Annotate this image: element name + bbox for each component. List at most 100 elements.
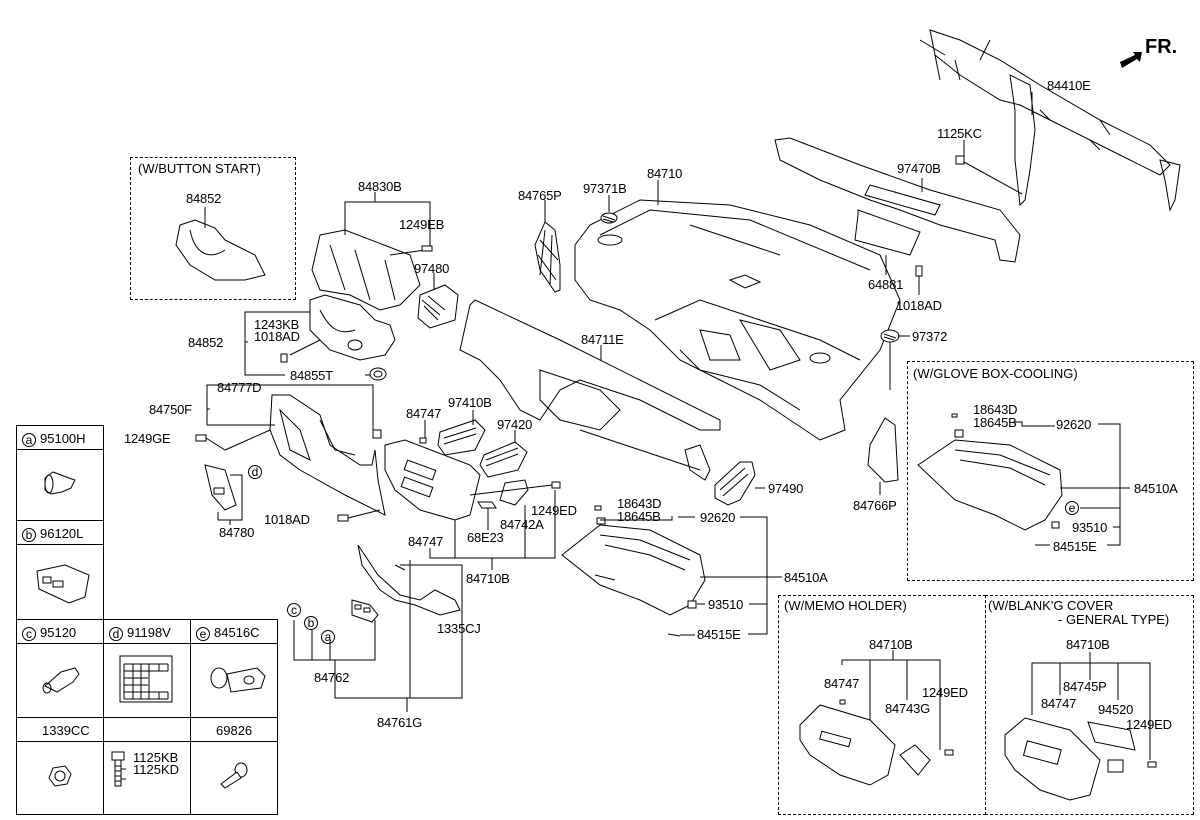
cowl-beam-84410E[interactable] [919, 29, 1181, 212]
part-label-84515E[interactable]: 84515E [697, 627, 741, 642]
part-label-64881[interactable]: 64881 [868, 277, 904, 292]
legend-a-part[interactable]: 95100H [40, 431, 86, 446]
gbc-label-93510[interactable]: 93510 [1072, 520, 1108, 535]
pin-84515E[interactable] [667, 633, 681, 637]
part-label-92620[interactable]: 92620 [700, 510, 736, 525]
center-vent-97410B[interactable] [437, 419, 486, 456]
gbc-label-92620[interactable]: 92620 [1056, 417, 1092, 432]
part-label-1249ED[interactable]: 1249ED [531, 503, 577, 518]
side-cover-84765P[interactable] [534, 221, 561, 293]
screw-1249GE[interactable] [195, 429, 271, 451]
part-label-84710B[interactable]: 84710B [466, 571, 510, 586]
blank-label-84747[interactable]: 84747 [1041, 696, 1077, 711]
part-label-84766P[interactable]: 84766P [853, 498, 897, 513]
part-label-84747-fascia[interactable]: 84747 [408, 534, 444, 549]
part-label-1335CJ[interactable]: 1335CJ [437, 621, 481, 636]
speaker-grille-97371B[interactable] [600, 212, 618, 224]
cover-64881[interactable] [854, 209, 921, 256]
center-vent-97420[interactable] [479, 441, 528, 478]
memo-label-84743G[interactable]: 84743G [885, 701, 931, 716]
blank-label-84710B[interactable]: 84710B [1066, 637, 1110, 652]
gbc-label-84515E[interactable]: 84515E [1053, 539, 1097, 554]
center-fascia-84710B[interactable] [384, 439, 481, 521]
defrost-duct-97470B[interactable] [774, 137, 1021, 263]
part-label-1243KB[interactable]: 1243KB [254, 317, 300, 332]
cowl-cross-member-84711E[interactable] [459, 299, 721, 481]
tray-84742A[interactable] [499, 479, 529, 506]
gbc-label-18645B[interactable]: 18645B [973, 415, 1017, 430]
part-label-84762[interactable]: 84762 [314, 670, 350, 685]
connector-92620[interactable] [594, 505, 606, 525]
speaker-grille-97372[interactable] [880, 329, 900, 390]
legend-c-part[interactable]: 95120 [40, 625, 77, 640]
part-label-97372[interactable]: 97372 [912, 329, 948, 344]
legend-e-part[interactable]: 84516C [214, 625, 260, 640]
legend-hw2-part2[interactable]: 1125KD [133, 762, 180, 777]
side-cover-84766P[interactable] [867, 417, 899, 483]
blank-label-84745P[interactable]: 84745P [1063, 679, 1107, 694]
screw-84777D[interactable] [372, 429, 382, 439]
blank-label-94520[interactable]: 94520 [1098, 702, 1134, 717]
part-label-84777D[interactable]: 84777D [217, 380, 262, 395]
blank-label-1249ED[interactable]: 1249ED [1126, 717, 1172, 732]
part-68E23[interactable] [477, 501, 497, 509]
column-shroud-84852[interactable] [289, 294, 396, 361]
part-label-84750F[interactable]: 84750F [149, 402, 192, 417]
part-label-1018AD-lower[interactable]: 1018AD [264, 512, 310, 527]
part-label-1249GE[interactable]: 1249GE [124, 431, 171, 446]
part-label-84780[interactable]: 84780 [219, 525, 255, 540]
part-label-84855T[interactable]: 84855T [290, 368, 333, 383]
bolt-1125KC[interactable] [955, 155, 1023, 195]
part-label-84410E[interactable]: 84410E [1047, 78, 1091, 93]
button-start-shroud-84852[interactable] [175, 219, 266, 281]
gbc-label-84510A[interactable]: 84510A [1134, 481, 1178, 496]
bolt-1018AD-lower[interactable] [337, 509, 381, 522]
part-label-97480[interactable]: 97480 [414, 261, 450, 276]
switch-panel-84762[interactable] [351, 599, 379, 623]
legend-b-part[interactable]: 96120L [40, 526, 84, 541]
part-label-97410B[interactable]: 97410B [448, 395, 492, 410]
part-label-97470B[interactable]: 97470B [897, 161, 941, 176]
part-label-1018AD-shroud[interactable]: 1018AD [254, 329, 300, 344]
gbc-label-18643D[interactable]: 18643D [973, 402, 1018, 417]
part-label-1125KC[interactable]: 1125KC [937, 126, 982, 141]
cover-84780[interactable] [204, 464, 237, 511]
part-label-84742A[interactable]: 84742A [500, 517, 544, 532]
side-vent-97490[interactable] [714, 461, 756, 506]
switch-93510[interactable] [687, 600, 697, 609]
part-label-97371B[interactable]: 97371B [583, 181, 627, 196]
bolt-1018AD-top[interactable] [915, 265, 923, 277]
memo-label-1249ED[interactable]: 1249ED [922, 685, 968, 700]
legend-hw1-part[interactable]: 1339CC [42, 723, 90, 738]
part-label-68E23[interactable]: 68E23 [467, 530, 504, 545]
part-label-84852[interactable]: 84852 [188, 335, 224, 350]
lower-panel-84750F[interactable] [269, 394, 386, 516]
screw-1243KB[interactable] [280, 353, 288, 363]
part-label-1249EB[interactable]: 1249EB [399, 217, 445, 232]
screw-1249EB[interactable] [421, 245, 433, 252]
trim-84761G[interactable] [357, 544, 461, 616]
part-label-1018AD-top[interactable]: 1018AD [896, 298, 942, 313]
memo-label-84747[interactable]: 84747 [824, 676, 860, 691]
part-label-93510[interactable]: 93510 [708, 597, 744, 612]
part-label-84852-button-start[interactable]: 84852 [186, 191, 222, 206]
part-label-84510A[interactable]: 84510A [784, 570, 828, 585]
clip-84747[interactable] [419, 437, 427, 444]
part-label-84761G[interactable]: 84761G [377, 715, 423, 730]
ring-84855T[interactable] [369, 367, 387, 381]
legend-d-part[interactable]: 91198V [127, 625, 171, 640]
screw-1249ED[interactable] [469, 481, 561, 496]
part-label-97420[interactable]: 97420 [497, 417, 533, 432]
part-label-84830B[interactable]: 84830B [358, 179, 402, 194]
legend-hw2-part1[interactable]: 1125KB [133, 750, 179, 765]
part-label-84710[interactable]: 84710 [647, 166, 683, 181]
part-label-84711E[interactable]: 84711E [581, 332, 624, 347]
legend-hw3-part[interactable]: 69826 [216, 723, 253, 738]
part-label-18643D[interactable]: 18643D [617, 496, 662, 511]
part-label-18645B[interactable]: 18645B [617, 509, 661, 524]
part-label-84765P[interactable]: 84765P [518, 188, 562, 203]
crash-pad-84710[interactable] [574, 199, 901, 441]
memo-label-84710B[interactable]: 84710B [869, 637, 913, 652]
glove-box-84510A[interactable] [561, 524, 706, 616]
part-label-97490[interactable]: 97490 [768, 481, 804, 496]
